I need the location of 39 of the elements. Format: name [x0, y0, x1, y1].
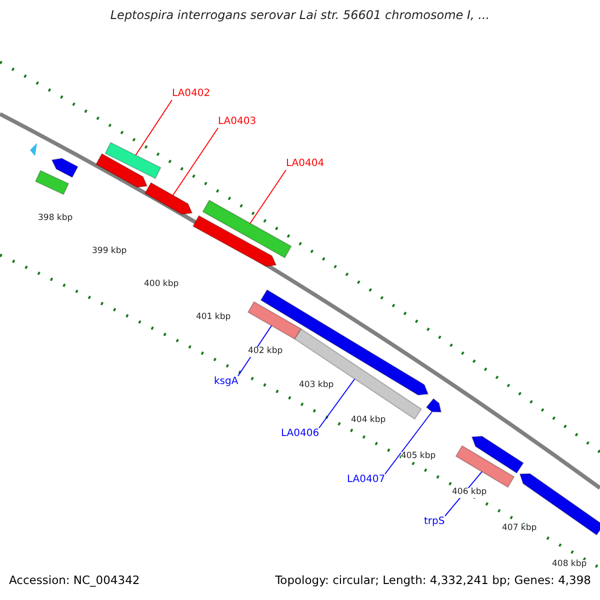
gene-feature: [95, 153, 148, 188]
gene-bar: [104, 142, 162, 180]
scale-label: 401 kbp: [196, 313, 231, 323]
gene-label: LA0404: [286, 158, 324, 170]
scale-label: 404 kbp: [351, 416, 386, 426]
gene-feature: [192, 215, 277, 267]
gene-feature: [51, 158, 78, 178]
footer-text: Topology: circular; Length: 4,332,241 bp; Genes: 4,398: [275, 574, 591, 588]
gene-label: LA0406: [281, 428, 320, 440]
gene-bar: [34, 170, 70, 196]
gene-label: trpS: [424, 516, 445, 528]
leader-line: [384, 411, 433, 474]
scale-label: 398 kbp: [38, 214, 73, 224]
gene-bar: [247, 301, 302, 340]
scale-label: 408 kbp: [552, 560, 587, 570]
scale-label: 399 kbp: [92, 247, 127, 257]
leader-line: [250, 170, 286, 224]
gene-label: LA0403: [218, 116, 256, 128]
scale-label: 405 kbp: [401, 452, 436, 462]
leader-line: [135, 100, 172, 156]
leader-line: [318, 378, 356, 428]
gene-feature: [426, 398, 442, 413]
title: Leptospira interrogans serovar Lai str. 56601 chromosome I, ...: [109, 9, 491, 23]
gene-feature: [471, 436, 524, 474]
gene-bar: [455, 445, 515, 488]
scale-label: 407 kbp: [502, 524, 537, 534]
gene-feature: [519, 473, 600, 536]
scale-label: 403 kbp: [299, 381, 334, 391]
scale-label: 400 kbp: [144, 280, 179, 290]
gene-feature: [144, 182, 193, 215]
gene-bar: [202, 200, 292, 258]
gene-label: LA0407: [347, 474, 386, 486]
gene-label: ksgA: [214, 376, 238, 388]
triangle-icon: [30, 143, 37, 156]
scale-label: 402 kbp: [248, 347, 283, 357]
scale-label: 406 kbp: [452, 488, 487, 498]
gene-label: LA0402: [172, 88, 210, 100]
footer-text: Accession: NC_004342: [9, 574, 140, 588]
leader-line: [172, 128, 218, 196]
